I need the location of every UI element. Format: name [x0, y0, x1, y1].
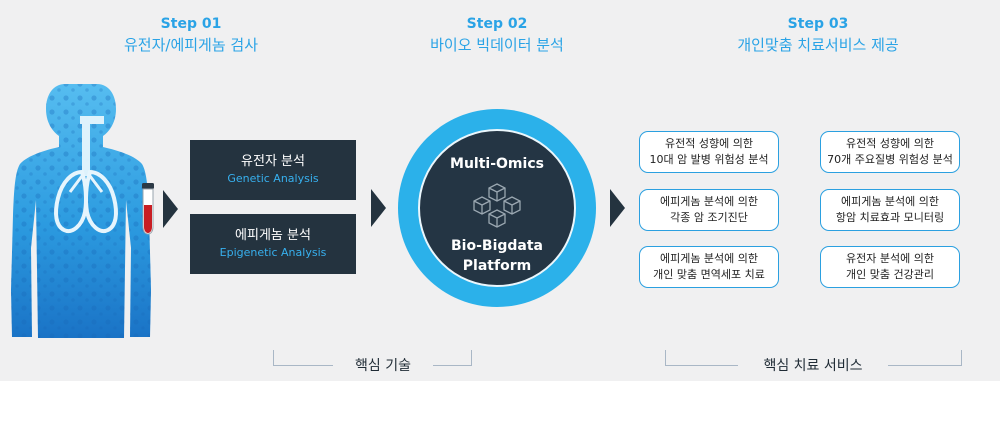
- service-line-2: 개인 맞춤 건강관리: [846, 268, 934, 281]
- core-service-label: 핵심 치료 서비스: [738, 356, 888, 376]
- service-box: 유전적 성향에 의한 70개 주요질병 위험성 분석: [820, 131, 960, 173]
- service-box: 에피게놈 분석에 의한 항암 치료효과 모니터링: [820, 189, 960, 231]
- service-box: 유전자 분석에 의한 개인 맞춤 건강관리: [820, 246, 960, 288]
- epigenetic-analysis-label-kr: 에피게놈 분석: [235, 228, 311, 243]
- epigenetic-analysis-label-en: Epigenetic Analysis: [219, 246, 327, 259]
- service-line-2: 개인 맞춤 면역세포 치료: [653, 268, 765, 281]
- genetic-analysis-label-en: Genetic Analysis: [227, 172, 319, 185]
- genetic-analysis-label-kr: 유전자 분석: [241, 154, 305, 169]
- step-1-header: Step 01 유전자/에피게놈 검사: [41, 14, 341, 56]
- step-2-header: Step 02 바이오 빅데이터 분석: [347, 14, 647, 56]
- step-1-number: Step 01: [160, 16, 222, 32]
- service-line-2: 70개 주요질병 위험성 분석: [827, 153, 953, 166]
- step-3-header: Step 03 개인맞춤 치료서비스 제공: [668, 14, 968, 56]
- service-line-1: 유전자 분석에 의한: [846, 252, 934, 265]
- service-box: 유전적 성향에 의한 10대 암 발병 위험성 분석: [639, 131, 779, 173]
- service-line-2: 각종 암 조기진단: [670, 211, 748, 224]
- arrow-right-icon: [163, 190, 178, 228]
- core-tech-label: 핵심 기술: [333, 356, 433, 376]
- arrow-right-icon: [610, 189, 625, 227]
- blood-tube-icon: [142, 183, 154, 235]
- service-box: 에피게놈 분석에 의한 각종 암 조기진단: [639, 189, 779, 231]
- platform-line-1: Bio-Bigdata: [451, 238, 543, 254]
- service-line-1: 에피게놈 분석에 의한: [840, 195, 940, 208]
- service-line-1: 에피게놈 분석에 의한: [659, 252, 759, 265]
- platform-circle-inner: [418, 129, 576, 287]
- service-line-1: 유전적 성향에 의한: [665, 137, 753, 150]
- step-1-title: 유전자/에피게놈 검사: [123, 36, 259, 54]
- service-line-1: 유전적 성향에 의한: [846, 137, 934, 150]
- service-line-1: 에피게놈 분석에 의한: [659, 195, 759, 208]
- service-box: 에피게놈 분석에 의한 개인 맞춤 면역세포 치료: [639, 246, 779, 288]
- genetic-analysis-box: 유전자 분석 Genetic Analysis: [190, 140, 356, 200]
- step-3-number: Step 03: [787, 16, 849, 32]
- cubes-network-icon: [473, 183, 521, 228]
- service-line-2: 항암 치료효과 모니터링: [835, 211, 945, 224]
- service-line-2: 10대 암 발병 위험성 분석: [649, 153, 769, 166]
- step-2-number: Step 02: [466, 16, 528, 32]
- platform-line-2: Platform: [462, 258, 532, 274]
- multi-omics-label: Multi-Omics: [450, 156, 544, 172]
- step-3-title: 개인맞춤 치료서비스 제공: [737, 36, 899, 54]
- epigenetic-analysis-box: 에피게놈 분석 Epigenetic Analysis: [190, 214, 356, 274]
- arrow-right-icon: [371, 189, 386, 227]
- step-2-title: 바이오 빅데이터 분석: [430, 36, 564, 54]
- human-body-icon: [11, 84, 151, 338]
- bio-bigdata-platform-label: Bio-Bigdata Platform: [418, 236, 576, 276]
